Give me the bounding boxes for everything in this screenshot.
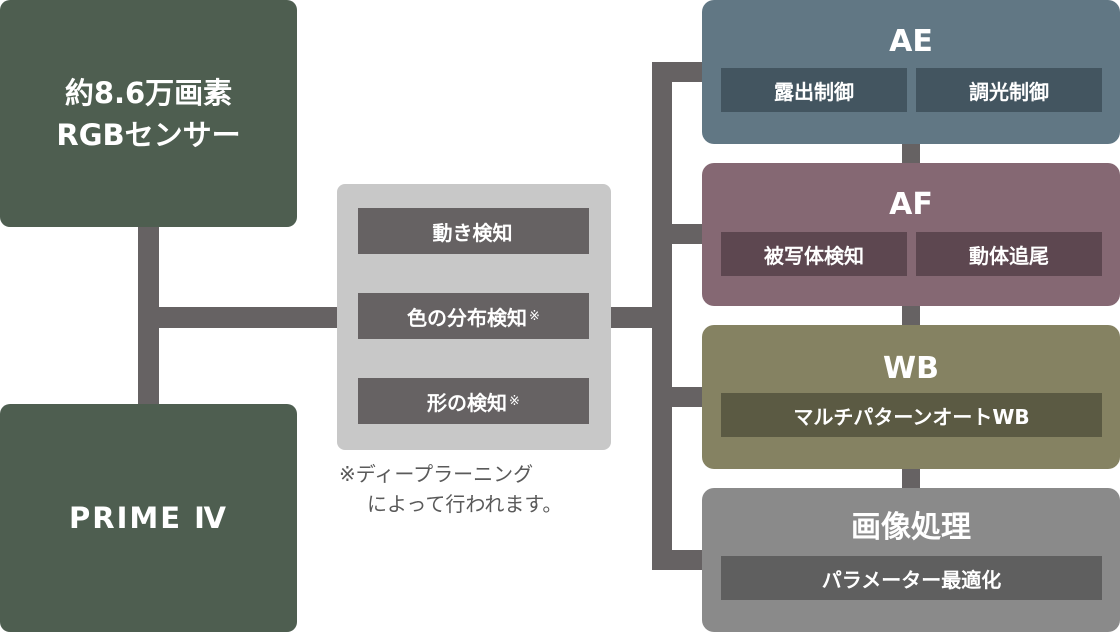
detection-item-label: 色の分布検知 bbox=[407, 305, 528, 330]
footnote-line1: ※ディープラーニング bbox=[339, 462, 534, 486]
detection-item-label: 動き検知 bbox=[432, 220, 513, 245]
left-horizontal-connector bbox=[158, 307, 338, 328]
detection-item-mark: ※ bbox=[529, 308, 540, 324]
detection-box: 動き検知 色の分布検知※ 形の検知※ bbox=[337, 184, 611, 450]
function-box-af: AF 被写体検知 動体追尾 bbox=[702, 163, 1120, 306]
detection-item-label: 形の検知 bbox=[427, 390, 508, 415]
detection-item-motion: 動き検知 bbox=[358, 208, 589, 254]
sensor-label-line2: RGBセンサー bbox=[56, 117, 241, 152]
branch-wb-connector bbox=[672, 387, 703, 407]
function-chip: 調光制御 bbox=[916, 68, 1102, 112]
vertical-trunk-connector bbox=[652, 62, 672, 570]
function-title: AE bbox=[889, 24, 933, 59]
detection-item-color: 色の分布検知※ bbox=[358, 293, 589, 339]
right-horizontal-connector bbox=[610, 307, 652, 328]
function-chip: マルチパターンオートWB bbox=[721, 393, 1102, 437]
sensor-box: 約8.6万画素 RGBセンサー bbox=[0, 0, 297, 227]
function-chip: 動体追尾 bbox=[916, 232, 1102, 276]
branch-ip-connector bbox=[672, 550, 703, 570]
function-chip: パラメーター最適化 bbox=[721, 556, 1102, 600]
footnote-line2: によって行われます。 bbox=[367, 492, 563, 516]
processor-box: PRIME Ⅳ bbox=[0, 404, 297, 632]
processor-label: PRIME Ⅳ bbox=[69, 501, 228, 535]
function-title: WB bbox=[883, 351, 939, 386]
function-box-ae: AE 露出制御 調光制御 bbox=[702, 0, 1120, 144]
function-chip: 被写体検知 bbox=[721, 232, 907, 276]
sensor-prime-connector bbox=[138, 226, 159, 406]
branch-af-connector bbox=[672, 224, 703, 244]
footnote: ※ディープラーニング によって行われます。 bbox=[339, 459, 609, 519]
function-chip: 露出制御 bbox=[721, 68, 907, 112]
detection-item-shape: 形の検知※ bbox=[358, 378, 589, 424]
sensor-label-line1: 約8.6万画素 bbox=[64, 75, 233, 110]
function-title: 画像処理 bbox=[851, 510, 971, 545]
detection-item-mark: ※ bbox=[509, 393, 520, 409]
branch-ae-connector bbox=[672, 62, 703, 82]
function-box-image-processing: 画像処理 パラメーター最適化 bbox=[702, 488, 1120, 632]
function-title: AF bbox=[889, 187, 933, 222]
function-box-wb: WB マルチパターンオートWB bbox=[702, 325, 1120, 469]
